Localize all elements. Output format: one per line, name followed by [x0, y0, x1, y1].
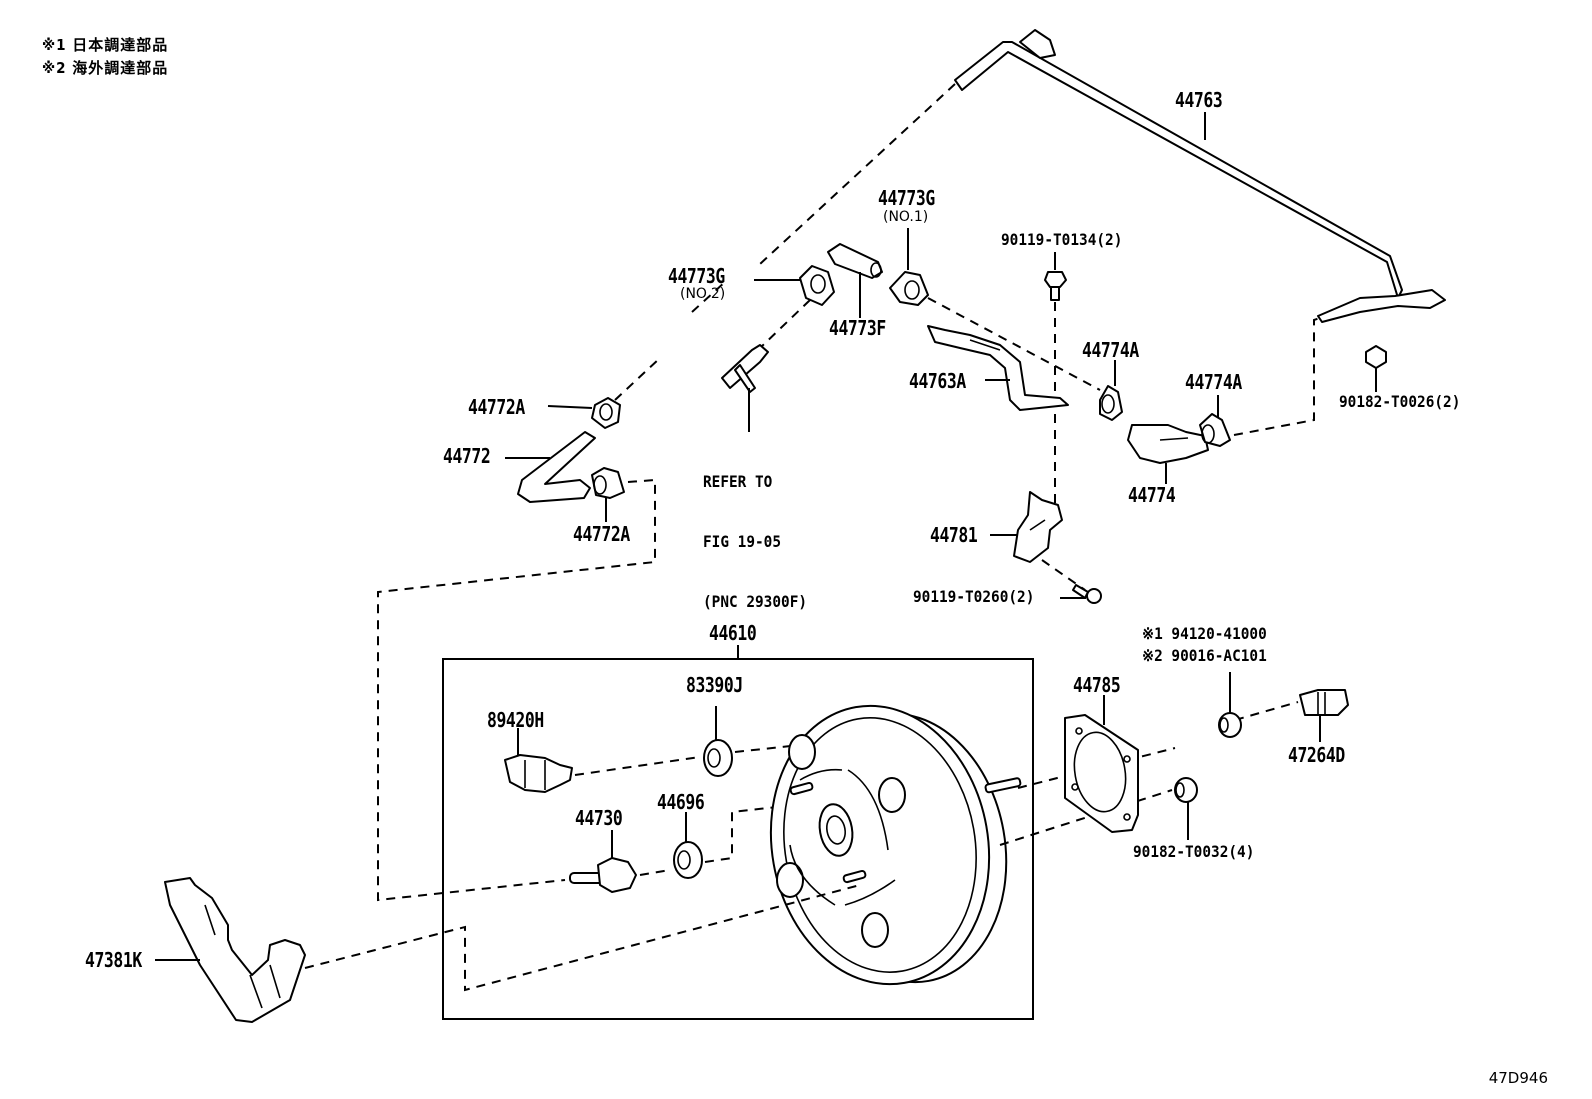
part-label-44763A[interactable]: 44763A	[909, 369, 966, 393]
note-marker: ※1	[42, 36, 67, 54]
clamp-44773G-no2[interactable]	[799, 265, 835, 306]
part-label-44763[interactable]: 44763	[1175, 88, 1223, 112]
part-sublabel-no2: (NO.2)	[680, 286, 726, 302]
part-label-90119-T0134[interactable]: 90119-T0134(2)	[1001, 230, 1123, 249]
sensor-89420H[interactable]	[504, 754, 573, 793]
part-label-90182-T0026[interactable]: 90182-T0026(2)	[1339, 392, 1461, 411]
note-text: 海外調達部品	[72, 59, 169, 77]
guide-line	[614, 357, 661, 401]
bracket-47381K[interactable]	[164, 877, 306, 1023]
brake-booster-body[interactable]	[749, 688, 1027, 1001]
part-label-47264D[interactable]: 47264D	[1288, 743, 1345, 767]
part-sublabel-no1: (NO.1)	[883, 209, 929, 225]
guide-line	[691, 281, 726, 313]
part-label-44774A-2[interactable]: 44774A	[1185, 370, 1242, 394]
part-label-90016-AC101[interactable]: ※2 90016-AC101	[1142, 646, 1267, 665]
clamp-44774A-1[interactable]	[1099, 385, 1123, 421]
bracket-47264D[interactable]	[1299, 689, 1349, 716]
hose-44772[interactable]	[517, 431, 596, 503]
bolt-90119-T0260[interactable]	[1072, 584, 1102, 604]
part-label-44774[interactable]: 44774	[1128, 483, 1176, 507]
clamp-44772A-2[interactable]	[591, 467, 625, 499]
legend-note-2: ※2 海外調達部品	[42, 57, 168, 78]
part-label-44772A-2[interactable]: 44772A	[573, 522, 630, 546]
guide-line	[1233, 317, 1321, 436]
check-valve-44730[interactable]	[569, 857, 637, 893]
hose-44774[interactable]	[1127, 424, 1209, 464]
bracket-44781[interactable]	[1013, 491, 1063, 563]
part-label-44772[interactable]: 44772	[443, 444, 491, 468]
figure-code: 47D946	[1488, 1069, 1548, 1087]
guide-line	[377, 478, 656, 902]
guide-line	[927, 297, 1101, 391]
leader-44772A-1	[547, 405, 593, 409]
part-label-94120-41000[interactable]: ※1 94120-41000	[1142, 624, 1267, 643]
grommet-44696[interactable]	[673, 841, 703, 879]
grommet-83390J[interactable]	[703, 739, 733, 777]
part-label-44696[interactable]: 44696	[657, 790, 705, 814]
guide-line	[999, 789, 1173, 846]
connector-44773F[interactable]	[827, 243, 883, 279]
vacuum-pipe-44763[interactable]	[954, 29, 1446, 323]
collar-94120-41000[interactable]	[1218, 712, 1242, 738]
reference-line-1: REFER TO	[703, 472, 773, 491]
guide-line	[574, 756, 701, 776]
reference-note[interactable]: REFER TO FIG 19-05 (PNC 29300F)	[703, 432, 807, 632]
guide-line	[759, 83, 956, 265]
guide-line	[1234, 701, 1299, 721]
nut-90182-T0032[interactable]	[1174, 777, 1198, 803]
bracket-44763A[interactable]	[927, 325, 1069, 411]
part-label-44773F[interactable]: 44773F	[829, 316, 886, 340]
gasket-44785[interactable]	[1064, 714, 1139, 833]
clamp-44773G-no1[interactable]	[889, 271, 929, 306]
part-label-44772A-1[interactable]: 44772A	[468, 395, 525, 419]
legend-note-1: ※1 日本調達部品	[42, 34, 168, 55]
check-valve-reference[interactable]	[721, 344, 769, 393]
part-label-44773G-no1[interactable]: 44773G	[878, 186, 935, 210]
reference-line-3: (PNC 29300F)	[703, 592, 808, 611]
part-label-89420H[interactable]: 89420H	[487, 708, 544, 732]
guide-line	[1041, 559, 1086, 591]
part-label-44785[interactable]: 44785	[1073, 673, 1121, 697]
part-label-83390J[interactable]: 83390J	[686, 673, 743, 697]
guide-line	[639, 869, 671, 876]
guide-line	[759, 299, 811, 349]
note-text: 日本調達部品	[72, 36, 169, 54]
guide-line	[304, 884, 861, 992]
part-label-44773G-no2[interactable]: 44773G	[668, 264, 725, 288]
reference-line-2: FIG 19-05	[703, 532, 782, 551]
clamp-44772A-1[interactable]	[591, 397, 621, 429]
part-label-44774A-1[interactable]: 44774A	[1082, 338, 1139, 362]
note-marker: ※2	[42, 59, 67, 77]
part-label-47381K[interactable]: 47381K	[85, 948, 142, 972]
part-label-44610[interactable]: 44610	[709, 621, 757, 645]
bolt-90119-T0134[interactable]	[1044, 271, 1067, 301]
part-label-44781[interactable]: 44781	[930, 523, 978, 547]
part-label-90182-T0032[interactable]: 90182-T0032(4)	[1133, 842, 1255, 861]
part-label-90119-T0260[interactable]: 90119-T0260(2)	[913, 587, 1035, 606]
nut-90182-T0026[interactable]	[1365, 345, 1387, 369]
part-label-44730[interactable]: 44730	[575, 806, 623, 830]
clamp-44774A-2[interactable]	[1199, 413, 1231, 447]
